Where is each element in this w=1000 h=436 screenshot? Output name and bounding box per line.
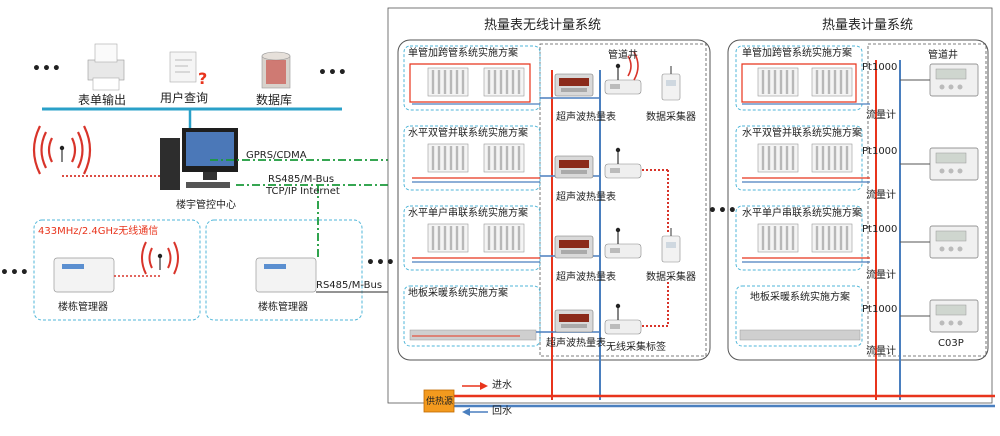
printer-icon	[87, 43, 125, 91]
database-icon	[261, 51, 291, 89]
wireless-signal-icon	[32, 125, 92, 175]
flow-label-3: 流量计	[866, 270, 896, 281]
tcpip-label: TCP/IP Internet	[266, 186, 340, 197]
collector-label-1: 数据采集器	[646, 112, 696, 123]
supply-label: 进水	[492, 380, 512, 391]
return-label: 回水	[492, 406, 512, 417]
scheme-5-label: 单管加跨管系统实施方案	[742, 48, 852, 59]
scheme-1-label: 单管加跨管系统实施方案	[408, 48, 518, 59]
ellipsis-5: •••	[708, 203, 738, 219]
rs485-bus-label: RS485/M-Bus	[316, 280, 383, 291]
ellipsis-3: •••	[0, 265, 30, 281]
database-label: 数据库	[256, 93, 293, 107]
heat-source-box	[423, 389, 455, 413]
control-center-label: 楼宇管控中心	[176, 200, 236, 211]
wireless-system-title: 热量表无线计量系统	[484, 18, 602, 33]
flow-label-4: 流量计	[866, 346, 896, 357]
flow-label-1: 流量计	[866, 110, 896, 121]
scheme-6-label: 水平双管并联系统实施方案	[742, 128, 862, 139]
meter-label-1: 超声波热量表	[556, 112, 616, 123]
building-manager-1	[53, 257, 115, 293]
output-label: 表单输出	[78, 93, 127, 107]
wireless-tag-label: 无线采集标签	[606, 342, 666, 353]
ellipsis-2: •••	[318, 65, 348, 81]
pt1000-label-3: Pt1000	[862, 224, 898, 235]
wireless-signal-icon	[141, 241, 179, 275]
pt1000-label-4: Pt1000	[862, 304, 898, 315]
user-query-icon: ?	[169, 51, 207, 88]
gprs-label: GPRS/CDMA	[246, 150, 307, 161]
pt1000-label-1: Pt1000	[862, 62, 898, 73]
svg-text:?: ?	[198, 69, 207, 88]
collector-label-2: 数据采集器	[646, 272, 696, 283]
wired-system-title: 热量表计量系统	[822, 18, 914, 33]
scheme-7-label: 水平单户串联系统实施方案	[742, 208, 862, 219]
well-label-1: 管道井	[608, 50, 638, 61]
scheme-3-label: 水平单户串联系统实施方案	[408, 208, 528, 219]
building-manager-2	[255, 257, 317, 293]
ellipsis-1: •••	[32, 61, 62, 77]
well-label-2: 管道井	[928, 50, 958, 61]
c03p-label: C03P	[938, 338, 964, 349]
meter-label-4: 超声波热量表	[546, 338, 606, 349]
heat-source-label: 供热源	[426, 397, 454, 407]
ellipsis-4: •••	[366, 255, 396, 271]
flow-label-2: 流量计	[866, 190, 896, 201]
query-label: 用户查询	[160, 91, 209, 105]
pt1000-label-2: Pt1000	[862, 146, 898, 157]
manager-label-1: 楼栋管理器	[58, 302, 108, 313]
scheme-8-label: 地板采暖系统实施方案	[750, 292, 850, 303]
computer-icon	[160, 109, 238, 190]
wireless-comm-label: 433MHz/2.4GHz无线通信	[38, 226, 159, 237]
rs485-label: RS485/M-Bus	[268, 174, 335, 185]
scheme-4-label: 地板采暖系统实施方案	[408, 288, 508, 299]
meter-label-2: 超声波热量表	[556, 192, 616, 203]
scheme-2-label: 水平双管并联系统实施方案	[408, 128, 528, 139]
manager-label-2: 楼栋管理器	[258, 302, 308, 313]
meter-label-3: 超声波热量表	[556, 272, 616, 283]
